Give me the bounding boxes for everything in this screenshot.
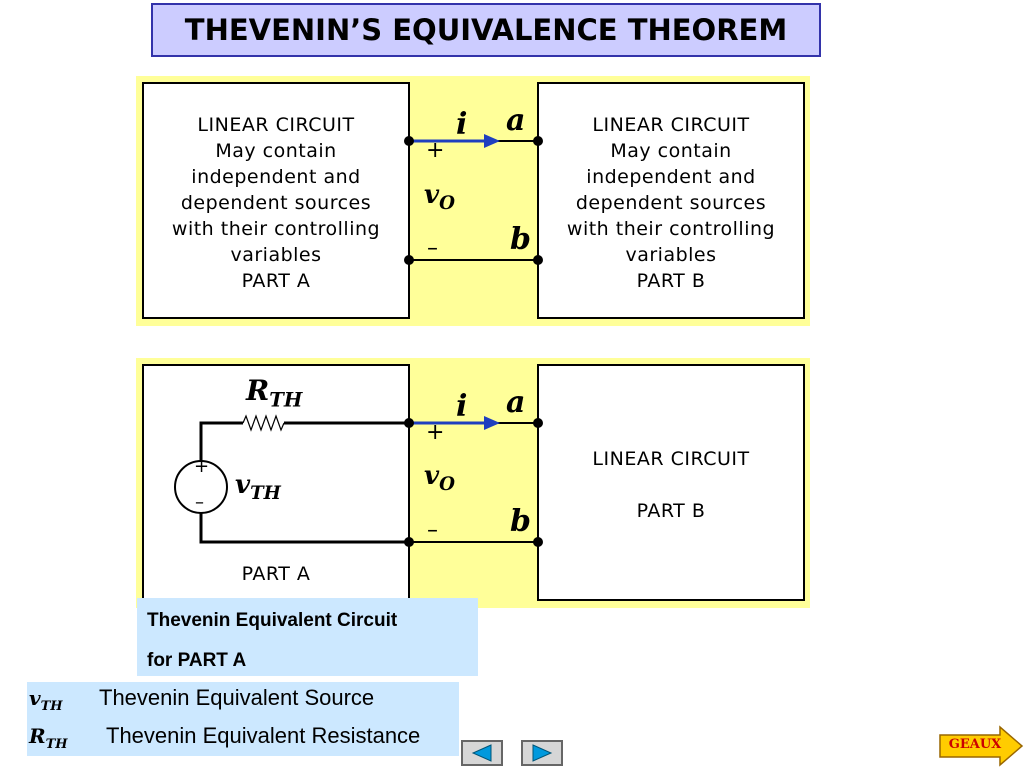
legend-row: RTH Thevenin Equivalent Resistance: [27, 720, 459, 756]
text-line: variables: [625, 244, 717, 266]
triangle-right-icon: [532, 744, 553, 762]
resistor-subscript: TH: [269, 388, 303, 412]
voltage-symbol: v: [424, 180, 440, 210]
resistor-label: RTH: [246, 374, 302, 412]
top-node-dot: [533, 136, 543, 146]
source-plus-sign: +: [194, 456, 210, 477]
voltage-subscript: O: [439, 474, 455, 496]
legend-symbol: RTH: [29, 724, 68, 752]
top-current-label: i: [456, 107, 468, 142]
source-label: vTH: [235, 470, 281, 504]
text-line: LINEAR CIRCUIT: [197, 114, 355, 136]
bottom-part-b-title: LINEAR CIRCUIT: [539, 446, 803, 472]
bottom-current-label: i: [456, 389, 468, 424]
top-node-dot: [404, 136, 414, 146]
bottom-plus-sign: +: [426, 420, 445, 445]
text-line: independent and: [191, 166, 361, 188]
symbol-legend: vTH Thevenin Equivalent Source RTH Theve…: [27, 682, 459, 756]
bottom-node-dot: [533, 537, 543, 547]
top-node-dot: [533, 255, 543, 265]
triangle-left-icon: [471, 744, 492, 762]
text-line: LINEAR CIRCUIT: [592, 114, 750, 136]
legend-text: Thevenin Equivalent Resistance: [106, 723, 421, 748]
top-part-b-text: LINEAR CIRCUIT May contain independent a…: [539, 112, 803, 294]
text-line: May contain: [215, 140, 337, 162]
text-line: variables: [230, 244, 322, 266]
next-slide-button[interactable]: [521, 740, 563, 766]
text-line: PART B: [636, 500, 706, 522]
source-minus-sign: –: [195, 492, 204, 513]
resistor-icon: [242, 414, 285, 432]
top-node-dot: [404, 255, 414, 265]
legend-symbol-letter: R: [29, 724, 46, 748]
equivalent-circuit-caption: Thevenin Equivalent Circuit for PART A: [137, 598, 478, 676]
legend-row: vTH Thevenin Equivalent Source: [27, 682, 459, 718]
source-top-wire: [199, 421, 243, 462]
legend-text: Thevenin Equivalent Source: [99, 685, 375, 710]
geaux-label: GEAUX: [948, 737, 1002, 752]
top-part-a-box: LINEAR CIRCUIT May contain independent a…: [142, 82, 410, 319]
text-line: with their controlling: [566, 218, 776, 240]
bottom-current-arrowhead: [484, 416, 500, 430]
top-node-b-label: b: [510, 222, 531, 257]
bottom-part-b-label: PART B: [539, 498, 803, 524]
voltage-subscript: O: [439, 193, 455, 215]
text-line: LINEAR CIRCUIT: [592, 448, 750, 470]
source-subscript: TH: [250, 483, 281, 505]
bottom-voltage-label: vO: [424, 461, 455, 495]
resistor-symbol: R: [246, 374, 270, 407]
text-line: independent and: [586, 166, 756, 188]
legend-symbol-letter: v: [29, 686, 41, 710]
geaux-button[interactable]: GEAUX: [938, 725, 1024, 767]
top-part-b-box: LINEAR CIRCUIT May contain independent a…: [537, 82, 805, 319]
text-line: dependent sources: [575, 192, 767, 214]
top-node-a-label: a: [506, 103, 526, 138]
text-line: with their controlling: [171, 218, 381, 240]
bottom-part-b-box: LINEAR CIRCUIT PART B: [537, 364, 805, 601]
top-current-arrowhead: [484, 134, 500, 148]
text-line: May contain: [610, 140, 732, 162]
top-minus-sign: –: [427, 236, 438, 261]
legend-symbol: vTH: [29, 686, 63, 714]
voltage-symbol: v: [424, 461, 440, 491]
bottom-node-a-label: a: [506, 385, 526, 420]
bottom-node-dot: [533, 418, 543, 428]
bottom-node-dot: [404, 537, 414, 547]
text-line: PART A: [241, 563, 311, 585]
top-plus-sign: +: [426, 138, 445, 163]
caption-line: Thevenin Equivalent Circuit: [147, 610, 398, 631]
source-bottom-wire: [199, 513, 409, 544]
text-line: dependent sources: [180, 192, 372, 214]
source-symbol: v: [235, 470, 251, 500]
previous-slide-button[interactable]: [461, 740, 503, 766]
bottom-node-b-label: b: [510, 504, 531, 539]
top-part-a-text: LINEAR CIRCUIT May contain independent a…: [144, 112, 408, 294]
arrow-right-icon: [939, 725, 1024, 767]
bottom-node-dot: [404, 418, 414, 428]
legend-symbol-subscript: TH: [40, 699, 63, 714]
page-title: THEVENIN’S EQUIVALENCE THEOREM: [151, 3, 821, 57]
text-line: PART B: [636, 270, 706, 292]
text-line: PART A: [241, 270, 311, 292]
legend-symbol-subscript: TH: [45, 737, 68, 752]
caption-line: for PART A: [147, 650, 247, 671]
bottom-part-a-label: PART A: [144, 561, 408, 587]
top-voltage-label: vO: [424, 180, 455, 214]
bottom-minus-sign: –: [427, 518, 438, 543]
